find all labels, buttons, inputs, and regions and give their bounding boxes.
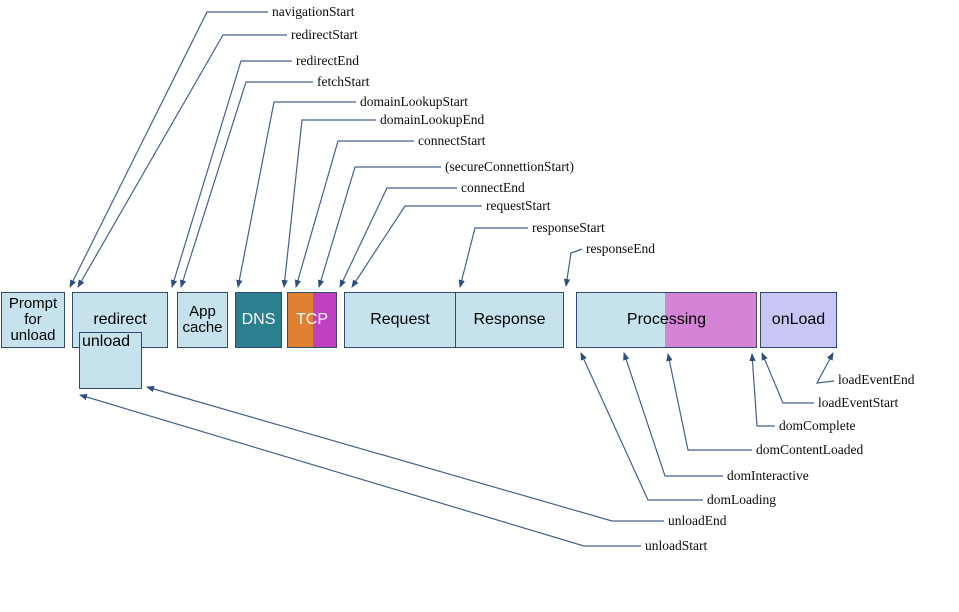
leader-unload-end <box>146 385 664 522</box>
event-label-connect-end: connectEnd <box>461 180 525 195</box>
phase-box-prompt-for-unload: Prompt for unload <box>1 292 65 348</box>
leader-navigation-start <box>69 11 268 288</box>
phase-box-tcp: TCP <box>287 292 337 348</box>
event-label-redirect-end: redirectEnd <box>296 53 359 68</box>
phase-box-processing: Processing <box>576 292 757 348</box>
leader-dom-content-loaded <box>666 353 752 451</box>
leader-redirect-start <box>77 34 287 288</box>
phase-box-request-response: Request Response <box>344 292 564 348</box>
event-label-domain-lookup-start: domainLookupStart <box>360 94 468 109</box>
event-label-fetch-start: fetchStart <box>317 74 370 89</box>
phase-box-response: Response <box>455 293 563 347</box>
phase-box-dns: DNS <box>235 292 282 348</box>
event-label-dom-interactive: domInteractive <box>727 468 809 483</box>
leader-connect-start <box>294 140 414 288</box>
leader-fetch-start <box>180 81 313 288</box>
leader-load-event-start <box>761 352 814 404</box>
phase-box-request: Request <box>370 310 430 328</box>
leader-domain-lookup-start <box>236 101 356 288</box>
leader-dom-complete <box>749 353 775 427</box>
leader-secure-connection-start <box>317 166 441 288</box>
phase-box-onload: onLoad <box>760 292 837 348</box>
leader-connect-end <box>339 187 457 288</box>
event-label-dom-complete: domComplete <box>779 418 856 433</box>
event-label-secure-connection-start: (secureConnettionStart) <box>445 159 574 174</box>
phase-box-app-cache: App cache <box>177 292 228 348</box>
event-label-dom-content-loaded: domContentLoaded <box>756 442 864 457</box>
event-label-response-start: responseStart <box>532 220 605 235</box>
leader-unload-start <box>79 393 641 547</box>
event-label-redirect-start: redirectStart <box>291 27 358 42</box>
event-label-response-end: responseEnd <box>586 241 655 256</box>
leader-response-start <box>458 227 528 288</box>
event-label-unload-end: unloadEnd <box>668 513 727 528</box>
event-label-unload-start: unloadStart <box>645 538 708 553</box>
event-label-load-event-end: loadEventEnd <box>838 372 915 387</box>
event-label-connect-start: connectStart <box>418 133 486 148</box>
event-label-dom-loading: domLoading <box>707 492 776 507</box>
leader-domain-lookup-end <box>281 119 376 288</box>
event-label-load-event-start: loadEventStart <box>818 395 899 410</box>
event-label-domain-lookup-end: domainLookupEnd <box>380 112 485 127</box>
leader-dom-interactive <box>623 352 723 477</box>
leader-dom-loading <box>580 352 703 501</box>
leader-request-start <box>351 205 482 288</box>
leader-load-event-end <box>815 352 835 384</box>
event-label-request-start: requestStart <box>486 198 551 213</box>
phase-box-unload: unload <box>79 332 142 389</box>
leader-response-end <box>563 248 583 287</box>
event-label-navigation-start: navigationStart <box>272 4 355 19</box>
leader-redirect-end <box>170 60 292 288</box>
